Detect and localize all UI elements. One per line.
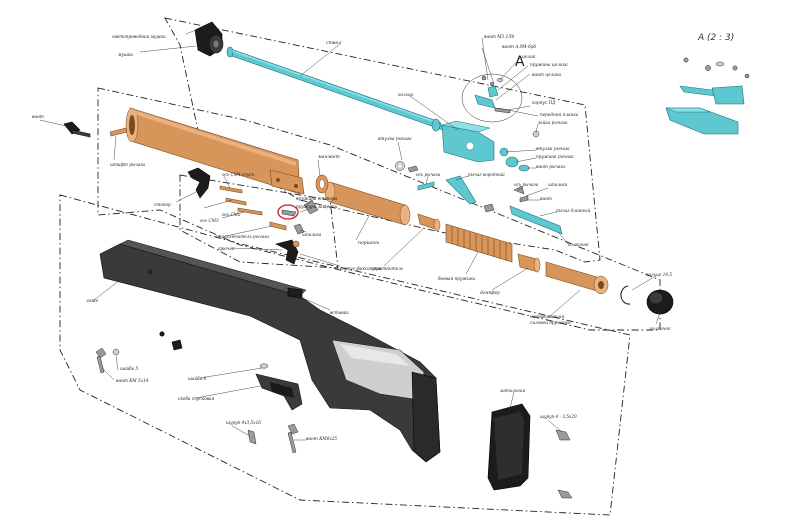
detail-title: A (2 : 3) [697, 33, 734, 43]
label-pereklyuchatel: переключатель рычага [216, 234, 269, 239]
label-vtulka-rychaga2: втулка рычага [536, 146, 570, 151]
leader-lines [39, 37, 661, 441]
barrel [226, 46, 444, 132]
label-korpus-pd: корпус ПД [532, 100, 556, 105]
label-pruzhina-stopora: пружина стопора [296, 196, 338, 201]
label-napravlyayuschaya: направляющая [530, 314, 564, 319]
front-sight [194, 21, 224, 57]
label-vint-rychaga: винт рычага [536, 164, 566, 169]
label-mushka: мушка [118, 52, 133, 57]
label-vstavka: вставка [330, 310, 349, 315]
label-skoba: скоба спусковая [178, 396, 215, 401]
label-stoper: стопор [154, 202, 171, 207]
highlight-circle [277, 204, 299, 220]
end-cap [646, 289, 674, 315]
label-os-rychaga: ось рычага [416, 172, 441, 177]
label-kolpachok-zad: колпачок [650, 326, 671, 331]
label-os-sm3: ось СМ3 [200, 218, 219, 223]
label-korpus-fiksatora: корпус фиксатора [340, 266, 382, 271]
label-manzhet: манжет [318, 155, 341, 160]
label-vint-m3: винт М3 2Л0 [484, 34, 515, 39]
label-shayba5: шайба 5 [120, 366, 139, 371]
label-rychag-dlinnyi: рычаг длинный [556, 208, 591, 213]
label-shurup-tail: шуруп 4 - 3,5х20 [540, 414, 577, 419]
stock-insert [287, 287, 303, 299]
label-pruzhina-tselika: пружина целика [530, 62, 568, 67]
label-os-sm2: ось СМ2 [222, 212, 241, 217]
barrel-assembly: A [185, 21, 525, 163]
trigger-guard [255, 373, 303, 411]
stock [99, 239, 441, 463]
label-stvol: ствол [326, 41, 341, 46]
label-koltso-vn: кольцо 14,5 [646, 272, 672, 277]
label-vint-tselika: винт целика [532, 72, 561, 77]
levers [395, 130, 563, 235]
detail-view: A (2 : 3) [665, 33, 750, 135]
label-lozhe: ложе [86, 298, 99, 303]
label-vtulka-rychaga: втулка рычага [378, 136, 412, 141]
label-shtift-rychaga: штифт рычага [110, 162, 146, 167]
label-koltso: кольцо [398, 92, 414, 97]
label-pruzhina-rychaga: пружина рычага [536, 154, 574, 159]
label-perednyaya-planka: передняя планка [540, 112, 579, 117]
label-os-rychaga2: ось рычага [514, 182, 539, 187]
label-dempfer: демпфер [480, 290, 500, 295]
label-gaika-rychaga: гайка рычага [538, 120, 568, 125]
label-shayba6: шайба 6 [188, 376, 207, 381]
label-vint-m3-6: винт А.М4-6р6 [502, 44, 536, 49]
detail-callout-circle [461, 73, 523, 123]
label-vint-m6: винт КМ6х25 [306, 436, 337, 441]
snap-ring [620, 285, 631, 305]
breech-block [441, 120, 495, 163]
trigger-parts [187, 167, 319, 265]
label-svetoprovodnik: светопроводник мушки [112, 34, 166, 39]
rear-sight-parts [474, 75, 511, 114]
fasteners [95, 331, 573, 499]
label-porshen: поршень [358, 241, 380, 246]
label-kryuchok: крючок [218, 246, 235, 251]
label-boevaya-pruzhina: боевая пружина [438, 276, 476, 281]
label-vint-left: винт [32, 114, 44, 119]
label-ushchelitel: уплотнитель [371, 266, 404, 271]
stock-assembly [95, 239, 573, 499]
screw-left [63, 121, 91, 138]
part-labels: светопроводник мушки мушка ствол винт М3… [32, 34, 672, 441]
label-vint-zad: винт [540, 196, 552, 201]
label-pruzhina-zaschelki: пружина защелки [296, 204, 337, 209]
label-shtift: шпилька [302, 232, 322, 237]
outline-trigger-group [179, 174, 339, 269]
mainspring [445, 223, 513, 263]
label-rychag-korotkiy: рычаг короткий [468, 172, 505, 177]
group-outlines [59, 17, 661, 516]
spring-guide [545, 261, 609, 295]
label-shurup-4: шуруп 4х3,5х16 [226, 420, 261, 425]
label-zatylnik: затыльник [500, 388, 526, 393]
label-silovoy-pruzhiny: силовой пружины [530, 320, 571, 325]
outline-stock-group [59, 194, 631, 516]
cylinder [125, 107, 305, 195]
label-vint-m5: винт КМ 5х14 [116, 378, 149, 383]
label-shpilka: шпилька [548, 182, 568, 187]
label-os-sm4: ось СМ4 спуск [222, 172, 255, 177]
butt-pad [487, 403, 531, 491]
label-tselik: целик [522, 54, 536, 59]
detail-callout-label: A [515, 54, 525, 70]
label-kolpachok: колпачок [568, 242, 589, 247]
receiver-assembly [63, 107, 674, 315]
outline-receiver-group [97, 87, 661, 331]
